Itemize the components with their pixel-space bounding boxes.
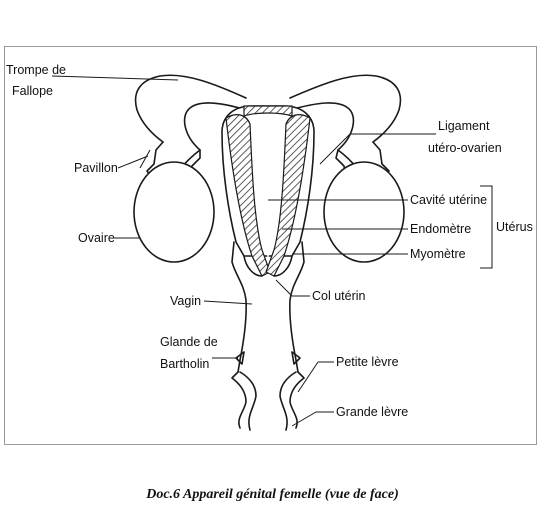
- right-labia-majora: [279, 371, 297, 431]
- cervix-right: [273, 255, 293, 277]
- left-labia-minora: [231, 371, 247, 429]
- figure-caption: Doc.6 Appareil génital femelle (vue de f…: [146, 487, 399, 502]
- label-uterus: Utérus: [496, 220, 533, 234]
- leader-trompe: [51, 75, 179, 81]
- right-fallopian-tube: [289, 74, 402, 143]
- vagina-right-wall: [289, 241, 305, 373]
- myometrium-left: [225, 114, 271, 277]
- left-labia-majora: [239, 371, 257, 431]
- leader-pavillon: [117, 155, 149, 169]
- left-ovary: [133, 161, 215, 263]
- label-ovaire: Ovaire: [78, 231, 115, 245]
- label-grande-levre: Grande lèvre: [336, 405, 408, 419]
- label-col: Col utérin: [312, 289, 366, 303]
- label-myometre: Myomètre: [410, 247, 466, 261]
- leader-petite-levre-b: [297, 361, 319, 393]
- right-bartholin-gland: [291, 351, 301, 365]
- left-fallopian-tube-inner: [180, 102, 247, 169]
- label-trompe-line1: Trompe de: [6, 63, 66, 77]
- leader-ligament-b: [319, 133, 351, 165]
- vagina-left-wall: [231, 241, 247, 373]
- right-labia-minora: [289, 371, 305, 429]
- leader-vagin: [203, 300, 253, 305]
- leader-pavillon-b: [139, 149, 151, 169]
- left-fallopian-tube: [134, 74, 247, 143]
- leader-grande-levre-b: [291, 411, 317, 427]
- label-ligament-line2: utéro-ovarien: [428, 141, 502, 155]
- label-glande-line2: Bartholin: [160, 357, 209, 371]
- label-ligament-line1: Ligament: [438, 119, 490, 133]
- right-ovary: [323, 161, 405, 263]
- cervix-left: [243, 255, 263, 277]
- label-trompe-line2: Fallope: [12, 84, 53, 98]
- right-fallopian-tube-inner: [289, 102, 358, 169]
- leader-col-b: [275, 279, 293, 297]
- label-glande-line1: Glande de: [160, 335, 218, 349]
- label-petite-levre: Petite lèvre: [336, 355, 399, 369]
- uterus-bracket: [480, 185, 493, 269]
- label-endometre: Endomètre: [410, 222, 471, 236]
- left-bartholin-gland: [235, 351, 245, 365]
- label-cavite: Cavité utérine: [410, 193, 487, 207]
- uterine-cavity: [252, 125, 284, 260]
- myometrium-right: [265, 114, 311, 277]
- label-pavillon: Pavillon: [74, 161, 118, 175]
- label-vagin: Vagin: [170, 294, 201, 308]
